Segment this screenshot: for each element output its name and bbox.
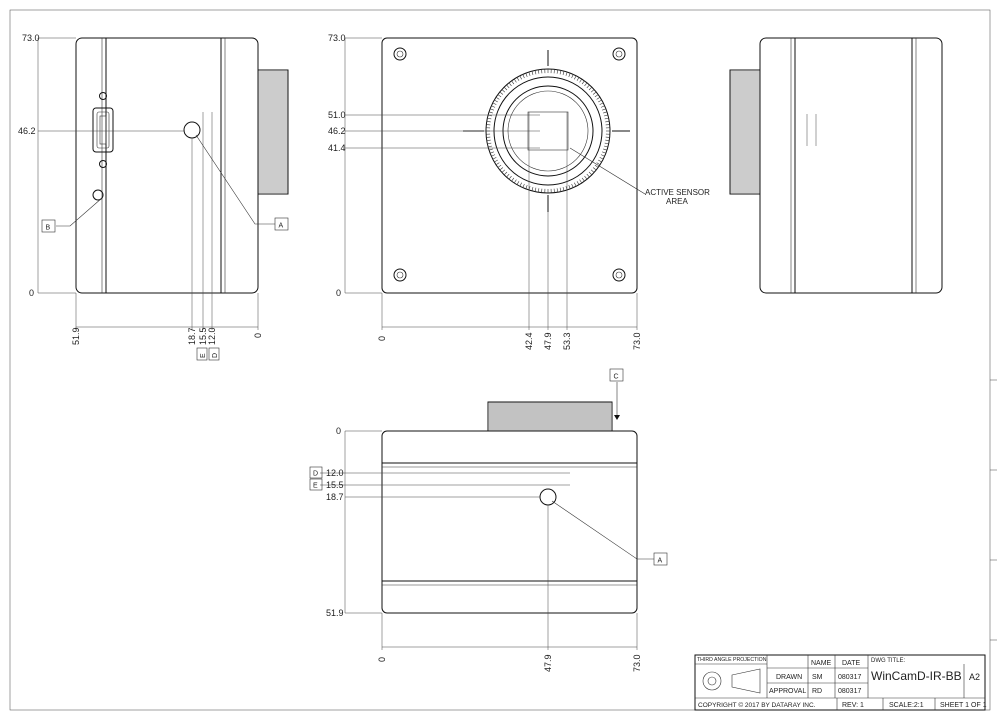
title-sheet: SHEET 1 OF 1 [940,702,987,709]
dim-front-horizontal-4: 73.0 [632,332,642,350]
front-view-body [381,37,638,294]
dim-bottom-vertical-3: 18.7 [326,492,344,502]
sheet-border [9,9,991,711]
datum-e-bottom: E [313,483,318,490]
left-view-body [75,37,259,294]
dim-front-vertical-1: 51.0 [328,110,346,120]
dim-left-horizontal-3: 12.0 [207,327,217,345]
screw-icon [99,92,107,100]
right-side-view [729,37,943,294]
sensor-note-line1: ACTIVE SENSOR [645,188,710,197]
dim-bottom-vertical-4: 51.9 [326,608,344,618]
dim-bottom-vertical-2: 15.5 [326,480,344,490]
title-approval-name: RD [812,688,822,695]
dim-front-vertical-0: 73.0 [328,33,346,43]
datum-c: C [614,374,619,381]
dim-left-vertical-0: 73.0 [22,33,40,43]
dim-left-horizontal-0: 51.9 [71,327,81,345]
title-col-name: NAME [811,660,832,667]
dim-bottom-vertical-0: 0 [336,426,341,436]
dim-bottom-vertical-1: 12.0 [326,468,344,478]
datum-d-bottom: D [313,471,318,478]
dim-left-horizontal-4: 0 [253,333,263,338]
title-size: A2 [969,672,980,682]
dim-front-horizontal-2: 47.9 [543,332,553,350]
dim-front-horizontal-1: 42.4 [524,332,534,350]
dim-front-vertical-2: 46.2 [328,126,346,136]
sensor-note-line2: AREA [666,197,688,206]
title-drawn-date: 080317 [838,674,861,681]
dim-bottom-horizontal-1: 47.9 [543,654,553,672]
screw-icon [99,160,107,168]
title-drawn-name: SM [812,674,823,681]
title-rev: REV: 1 [842,702,864,709]
dim-left-vertical-1: 46.2 [18,126,36,136]
title-projection: THIRD ANGLE PROJECTION [697,657,767,663]
title-drawn-label: DRAWN [776,674,802,681]
bottom-view [320,382,654,650]
mount-hole-a-bottom [539,488,557,506]
title-approval-date: 080317 [838,688,861,695]
mount-hole-a [183,121,201,139]
datum-a-left: A [279,223,284,230]
datum-a-bottom: A [658,558,663,565]
usb-connector [92,92,114,168]
dim-left-horizontal-1: 18.7 [187,327,197,345]
front-view [344,37,646,330]
title-scale: SCALE:2:1 [889,702,924,709]
title-approval-label: APPROVAL [769,688,806,695]
dim-bottom-horizontal-0: 0 [377,657,387,662]
title-copyright: COPYRIGHT © 2017 BY DATARAY INC. [698,701,816,709]
projection-symbol-icon [702,671,722,691]
dim-front-horizontal-3: 53.3 [562,332,572,350]
bottom-view-body [381,430,638,614]
title-dwg-title: WinCamD-IR-BB [871,669,962,683]
title-col-date: DATE [842,660,860,667]
dim-front-horizontal-0: 0 [377,336,387,341]
dim-front-vertical-3: 41.4 [328,143,346,153]
left-side-view [37,37,289,330]
right-view-body [759,37,943,294]
dim-left-horizontal-2: 15.5 [198,327,208,345]
title-dwg-label: DWG TITLE: [871,658,906,664]
title-block [694,654,986,711]
dim-left-vertical-2: 0 [29,288,34,298]
datum-e-left: E [200,353,207,358]
led-hole [92,189,104,201]
datum-b: B [46,225,51,232]
dim-front-vertical-4: 0 [336,288,341,298]
dim-bottom-horizontal-2: 73.0 [632,654,642,672]
datum-d-left: D [212,353,219,358]
